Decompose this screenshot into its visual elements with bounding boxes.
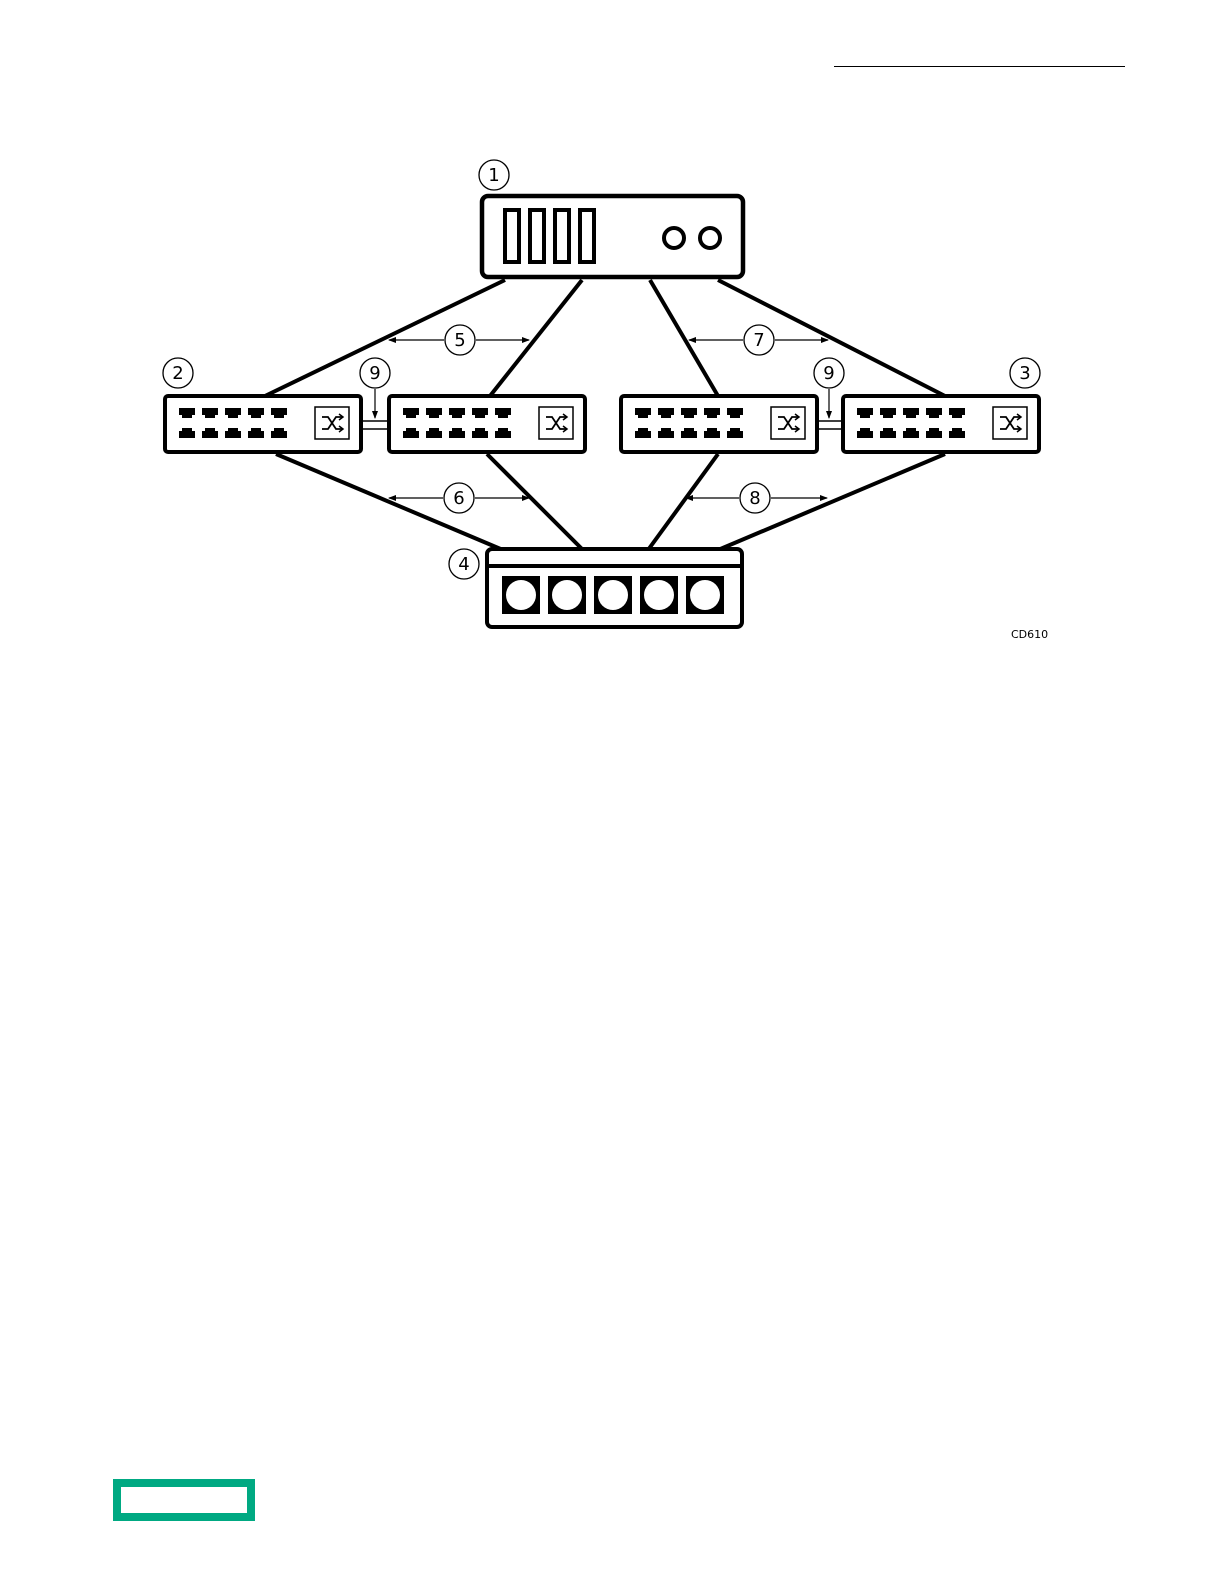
network-switch-icon [389, 396, 585, 452]
network-switch-icon [165, 396, 361, 452]
callout-9-right: 9 [823, 363, 834, 384]
callout-8: 8 [749, 488, 760, 509]
network-topology-diagram: 1 2 3 4 5 6 7 8 9 9 CD610 [0, 0, 1224, 700]
callout-2: 2 [172, 363, 183, 384]
callout-3: 3 [1019, 363, 1030, 384]
network-switch-icon [843, 396, 1039, 452]
callout-1: 1 [488, 165, 499, 186]
callout-4: 4 [458, 554, 469, 575]
figure-id: CD610 [1011, 628, 1048, 641]
callout-6: 6 [453, 488, 464, 509]
callout-7: 7 [753, 330, 764, 351]
server-icon [482, 196, 743, 277]
hpe-logo [113, 1479, 255, 1521]
callout-5: 5 [454, 330, 465, 351]
callout-9-left: 9 [369, 363, 380, 384]
network-switch-icon [621, 396, 817, 452]
downlink-cables [276, 454, 945, 550]
storage-array-icon [487, 549, 742, 627]
